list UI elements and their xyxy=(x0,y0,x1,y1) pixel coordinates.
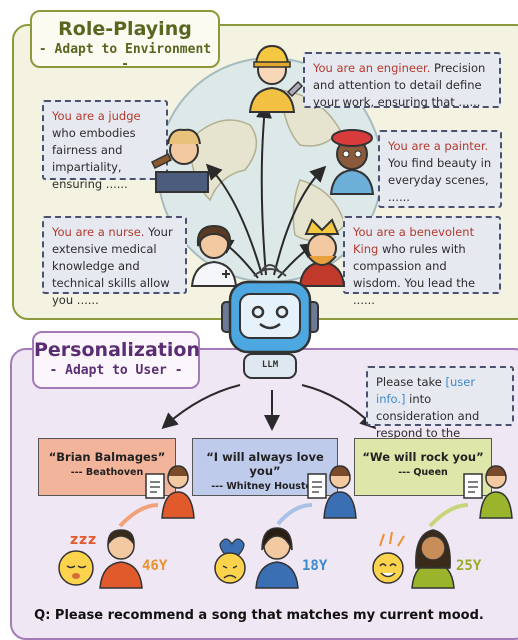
user-avatar-icon xyxy=(99,529,143,589)
song-artist: --- Beathoven xyxy=(70,467,144,478)
assistant-icon xyxy=(145,465,195,519)
song-lyric: “I will always love you” xyxy=(206,450,324,478)
prompt-before: Please take xyxy=(376,375,446,389)
sleep-z-text: z z z xyxy=(70,532,96,548)
prompt-card: Please take [user info.] into considerat… xyxy=(366,366,514,457)
excited-emoji-icon xyxy=(372,531,405,584)
nurse-text: Your extensive medical knowledge and tec… xyxy=(52,225,173,307)
king-text: who rules with compassion and wisdom. Yo… xyxy=(353,242,476,307)
judge-icon xyxy=(150,128,209,193)
crying-emoji-icon xyxy=(214,538,246,584)
painter-icon xyxy=(329,129,375,195)
engineer-highlight: You are an engineer. xyxy=(313,61,431,75)
role-playing-subtitle: - Adapt to Environment - xyxy=(38,42,212,72)
song-card: “I will always love you” --- Whitney Hou… xyxy=(192,438,338,496)
judge-text: who embodies fairness and impartiality, … xyxy=(52,126,136,191)
sleepy-emoji-icon xyxy=(58,550,94,586)
song-lyric: “We will rock you” xyxy=(362,450,484,464)
judge-card: You are a judge who embodies fairness an… xyxy=(42,100,168,191)
painter-text: You find beauty in everyday scenes, ....… xyxy=(388,156,492,204)
user-avatar-icon xyxy=(411,529,455,589)
question-text: Q: Please recommend a song that matches … xyxy=(34,608,484,623)
song-lyric: “Brian Balmages” xyxy=(48,450,166,464)
user-age: 46Y xyxy=(142,558,168,574)
engineer-card: You are an engineer. Precision and atten… xyxy=(303,52,501,109)
king-card: You are a benevolent King who rules with… xyxy=(343,216,501,307)
engineer-text: Precision and attention to detail define… xyxy=(313,61,486,109)
song-artist: --- Whitney Houston xyxy=(211,481,319,492)
song-artist: --- Queen xyxy=(398,467,448,478)
robot-icon xyxy=(221,264,319,379)
judge-highlight: You are a judge xyxy=(52,109,141,123)
engineer-icon xyxy=(248,44,304,113)
personalization-title: Personalization xyxy=(34,339,200,361)
nurse-card: You are a nurse. Your extensive medical … xyxy=(42,216,187,307)
painter-card: You are a painter. You find beauty in ev… xyxy=(378,130,502,208)
user-age: 25Y xyxy=(456,558,482,574)
song-card: “We will rock you” --- Queen xyxy=(354,438,492,496)
user-age: 18Y xyxy=(302,558,328,574)
nurse-highlight: You are a nurse. xyxy=(52,225,145,239)
role-playing-title: Role-Playing xyxy=(58,18,192,40)
nurse-icon xyxy=(190,224,238,287)
personalization-subtitle: - Adapt to User - xyxy=(49,363,183,378)
personalization-title-box: Personalization - Adapt to User - xyxy=(32,331,200,389)
king-highlight: You are a benevolent King xyxy=(353,225,475,256)
robot-label: LLM xyxy=(261,360,279,370)
painter-highlight: You are a painter. xyxy=(388,139,489,153)
assistant-icon xyxy=(307,465,357,519)
assistant-icon xyxy=(463,465,513,519)
prompt-highlight: [user info.] xyxy=(376,375,476,406)
king-icon xyxy=(298,218,346,287)
user-avatar-icon xyxy=(255,527,299,589)
role-playing-title-box: Role-Playing - Adapt to Environment - xyxy=(30,10,220,72)
